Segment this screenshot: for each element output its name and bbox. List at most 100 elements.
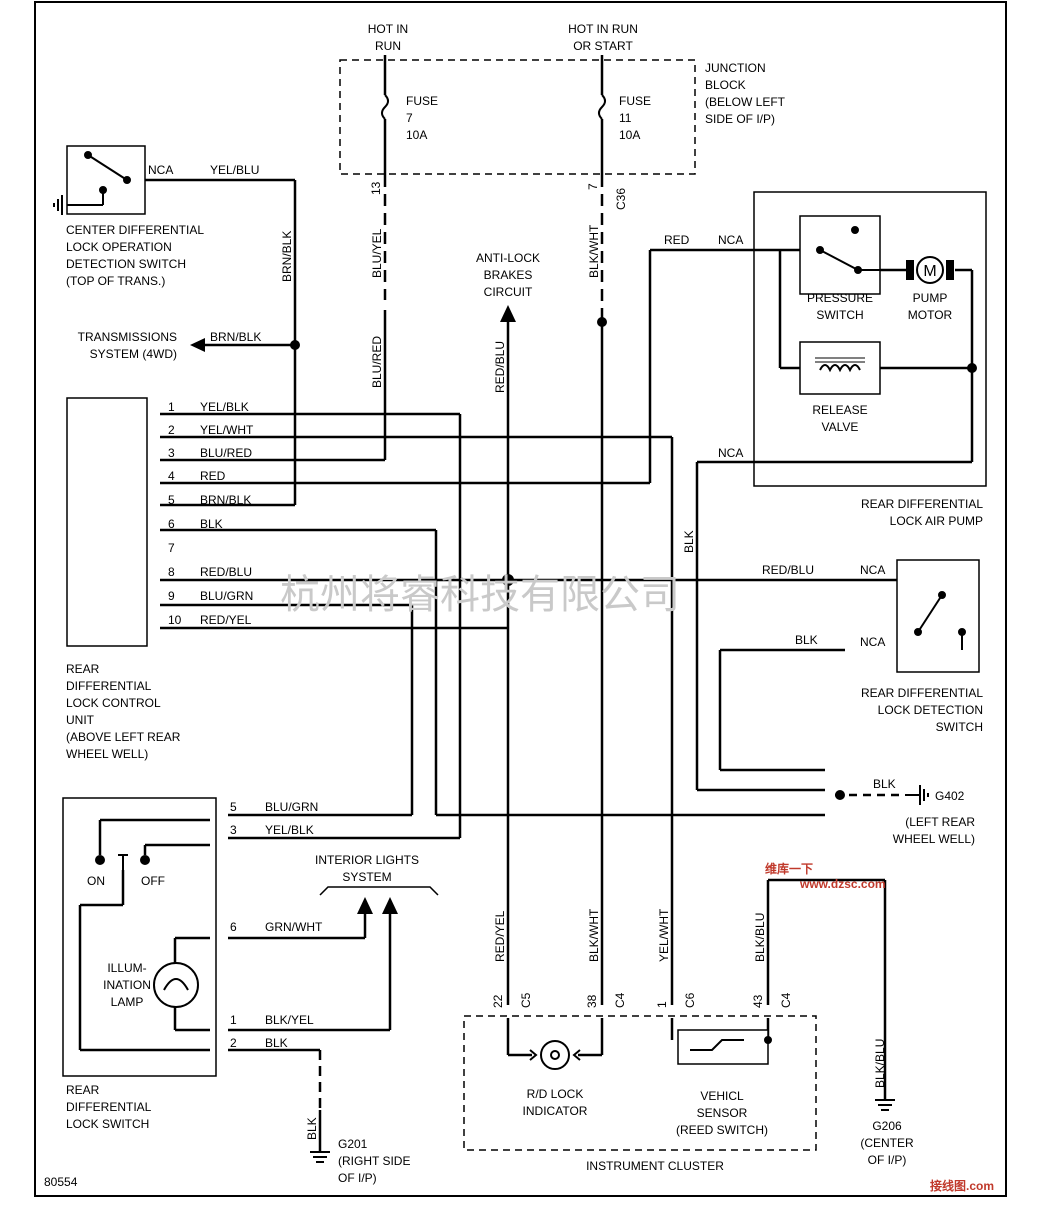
pin7-label: 7 [586, 183, 600, 190]
wire-blk-wht-label: BLK/WHT [587, 224, 601, 278]
ecu-pin-wire: BLU/GRN [200, 589, 253, 603]
wires [78, 55, 974, 1152]
switch-pin-number: 1 [230, 1013, 237, 1027]
pin13-label: 13 [369, 181, 383, 195]
off-label: OFF [141, 874, 165, 888]
switch-pin-number: 5 [230, 800, 237, 814]
ecu-pin-number: 9 [168, 589, 175, 603]
splice-dot [967, 363, 977, 373]
control-unit-box [66, 397, 148, 647]
lamp-icon [153, 962, 199, 1008]
splice-dot [502, 574, 514, 586]
arrow-left-icon [190, 338, 205, 352]
arrow-up-icon [382, 897, 398, 914]
arrow-up-icon [357, 897, 373, 914]
ecu-pin-wire: YEL/WHT [200, 423, 254, 437]
wire-nca-label: NCA [148, 163, 173, 177]
ecu-pin-number: 3 [168, 446, 175, 460]
wire-yel-wht-label: YEL/WHT [657, 908, 671, 962]
cluster-pin-number: 43 [751, 994, 765, 1008]
ecu-pin-number: 5 [168, 493, 175, 507]
wire-yel-blu-label: YEL/BLU [210, 163, 259, 177]
ecu-pin-wire: YEL/BLK [200, 400, 249, 414]
ground-symbols [53, 195, 929, 1163]
switch-pin-wire: GRN/WHT [265, 920, 323, 934]
wire-nca-label: NCA [718, 233, 743, 247]
ecu-pin-number: 4 [168, 469, 175, 483]
wire-nca-label: NCA [718, 446, 743, 460]
interior-lights-bracket [319, 886, 439, 896]
ecu-pin-wire: BLU/RED [200, 446, 252, 460]
wire-blk-blu-label: BLK/BLU [873, 1039, 887, 1088]
cluster-pin-number: 38 [585, 994, 599, 1008]
wire-blk-blu-label: BLK/BLU [753, 913, 767, 962]
lock-switch-box [62, 797, 217, 1077]
wire-blk-wht-label: BLK/WHT [587, 908, 601, 962]
splice-dot [835, 790, 845, 800]
ecu-pin-number: 8 [168, 565, 175, 579]
wire-blk-label: BLK [682, 530, 696, 553]
wire-red-yel-label: RED/YEL [493, 910, 507, 962]
switch-pin-wire: BLK/YEL [265, 1013, 314, 1027]
cluster-pin-number: 1 [655, 1001, 669, 1008]
switch-pin-wire: YEL/BLK [265, 823, 314, 837]
switch-pin-number: 2 [230, 1036, 237, 1050]
switch-pin-number: 6 [230, 920, 237, 934]
ecu-pin-number: 6 [168, 517, 175, 531]
wire-red-blu-label: RED/BLU [762, 563, 814, 577]
instrument-cluster-box [463, 1015, 817, 1151]
switch-pin-number: 3 [230, 823, 237, 837]
ecu-pin-number: 1 [168, 400, 175, 414]
arrow-up-icon [500, 305, 516, 322]
watermark: 杭州将睿科技有限公司 [280, 572, 680, 618]
frame-border [34, 1, 1007, 1197]
wire-brn-blk-label: BRN/BLK [210, 330, 261, 344]
wire-blu-red-label: BLU/RED [370, 336, 384, 388]
arrows [190, 305, 516, 914]
ecu-pin-wire: BLK [200, 517, 223, 531]
air-pump-box [753, 191, 987, 487]
center-diff-switch-box [66, 145, 146, 215]
cluster-pin-connector: C6 [683, 992, 697, 1008]
switch-pin-wire: BLU/GRN [265, 800, 318, 814]
cluster-pin-connector: C4 [779, 992, 793, 1008]
ecu-pin-number: 2 [168, 423, 175, 437]
stamp-url: www.dzsc.com [799, 877, 886, 891]
switch-pin-wire: BLK [265, 1036, 288, 1050]
motor-label: M [923, 263, 936, 280]
motor-icon: M [906, 256, 954, 284]
frame-id-label: 80554 [44, 1175, 78, 1189]
splice-dot [290, 340, 300, 350]
wire-blu-yel-label: BLU/YEL [370, 228, 384, 278]
wire-nca-label: NCA [860, 563, 885, 577]
detection-switch-box [896, 559, 980, 673]
stamp-corner: 接线图.com [930, 1178, 994, 1193]
wire-brn-blk-label: BRN/BLK [280, 231, 294, 282]
instrument-cluster-label: INSTRUMENT CLUSTER [586, 1159, 724, 1173]
ecu-pin-wire: RED/YEL [200, 613, 252, 627]
cluster-pin-connector: C4 [613, 992, 627, 1008]
junction-block-box [339, 59, 696, 175]
wire-nca-label: NCA [860, 635, 885, 649]
ecu-pin-wire: RED [200, 469, 226, 483]
